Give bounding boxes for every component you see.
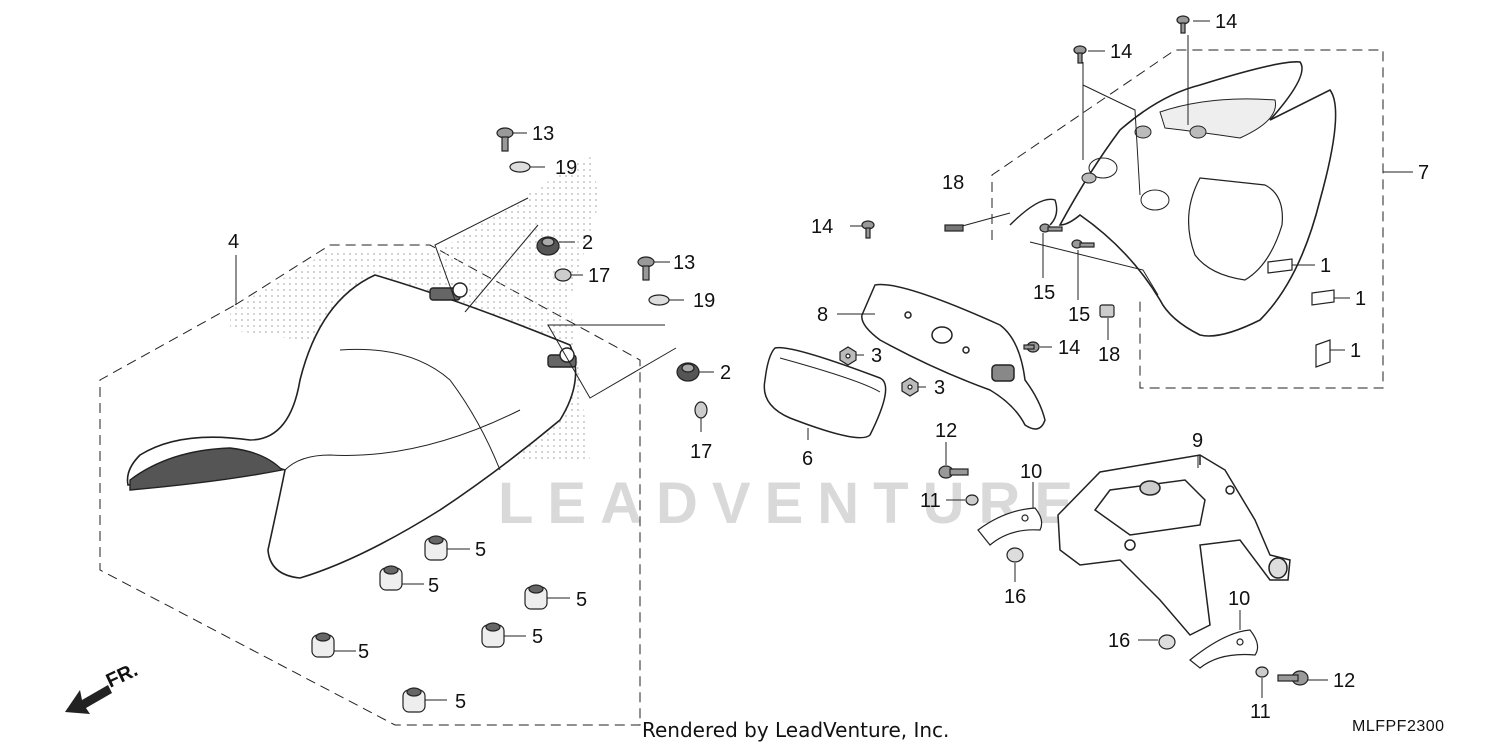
callout-18-upper: 18: [942, 172, 964, 194]
cushion-5-icon-e: [311, 632, 335, 658]
washer-11-upper-icon: [965, 494, 979, 506]
callout-1-b: 1: [1355, 288, 1366, 310]
decal-1-b-icon: [1311, 289, 1335, 306]
rear-cowl-hardware: [944, 15, 1335, 368]
callout-1-c: 1: [1350, 340, 1361, 362]
callout-11-lower: 11: [1250, 701, 1271, 723]
callout-3-upper: 3: [871, 345, 882, 367]
pad-bracket: [861, 283, 1046, 430]
callout-14-side: 14: [1058, 337, 1080, 359]
spring-18-icon: [944, 224, 964, 232]
callout-7: 7: [1418, 162, 1429, 184]
callout-17-lower: 17: [690, 441, 712, 463]
seat-group: [99, 155, 677, 726]
rear-cowl-group: [954, 35, 1413, 389]
callout-18-lower: 18: [1098, 344, 1120, 366]
seat-body: [126, 274, 577, 579]
seat-pillion-edge: [284, 409, 521, 471]
bolt-12-lower-icon: [1277, 670, 1309, 686]
callout-14-top-a: 14: [1215, 11, 1237, 33]
collar-16-upper-icon: [1006, 547, 1024, 563]
callout-5-f: 5: [455, 691, 466, 713]
callout-2-upper: 2: [582, 232, 593, 254]
callout-13-lower: 13: [673, 252, 695, 274]
bolt-13-upper-icon: [496, 127, 514, 152]
callout-1-a: 1: [1320, 255, 1331, 277]
callout-16-lower: 16: [1108, 630, 1130, 652]
callout-4: 4: [228, 231, 239, 253]
callout-5-b: 5: [428, 575, 439, 597]
screw-15-right-icon: [1071, 239, 1095, 249]
seat-underside: [129, 447, 284, 491]
cushion-5-icon-f: [402, 687, 426, 713]
bracket-10-upper-icon: [977, 507, 1043, 546]
seat-bracket-left: [429, 282, 468, 301]
callout-5-c: 5: [576, 589, 587, 611]
washer-19-upper-icon: [509, 161, 531, 173]
cushion-5-icon-c: [524, 584, 548, 610]
cushion-5-icon-b: [379, 565, 403, 591]
callout-3-lower: 3: [934, 377, 945, 399]
callout-14-pad: 14: [811, 216, 833, 238]
cushion-5-icon-a: [424, 535, 448, 561]
callout-leaders: [334, 20, 1350, 701]
callout-13-upper: 13: [532, 123, 554, 145]
watermark-text: LEADVENTURE: [498, 471, 1088, 536]
callout-2-lower: 2: [720, 362, 731, 384]
screw-14-top-b-icon: [1073, 45, 1087, 64]
bolt-12-upper-icon: [938, 465, 969, 479]
front-arrow-icon: [65, 685, 112, 714]
callout-15-right: 15: [1068, 304, 1090, 326]
grommet-2-upper-icon: [536, 236, 560, 256]
cushion-5-icon-d: [481, 622, 505, 648]
bracket-10-lower-icon: [1189, 629, 1259, 669]
back-pad: [763, 346, 887, 439]
callout-17-upper: 17: [588, 265, 610, 287]
callout-19-lower: 19: [693, 290, 715, 312]
collar-17-upper-icon: [554, 268, 572, 282]
grommet-2-lower-icon: [676, 362, 700, 382]
callout-12-lower: 12: [1333, 670, 1355, 692]
callout-5-d: 5: [532, 626, 543, 648]
brackets-hardware: [938, 465, 1309, 686]
callout-labels: 13 19 2 17 13 19 2 17 4 5 5 5 5 5 5 6 8 …: [228, 11, 1429, 723]
callout-6: 6: [802, 448, 813, 470]
callout-10-upper: 10: [1020, 461, 1042, 483]
decal-1-c-icon: [1315, 339, 1331, 368]
callout-9: 9: [1192, 430, 1203, 452]
seat-group-frame: [99, 244, 641, 726]
washer-19-lower-icon: [648, 294, 670, 306]
screw-14-pad-icon: [861, 220, 875, 239]
collar-16-lower-icon: [1158, 634, 1176, 650]
clip-18-icon: [1099, 304, 1115, 318]
nut-3-lower-icon: [901, 377, 919, 397]
bolt-13-lower-icon: [637, 256, 655, 281]
screw-14-top-a-icon: [1176, 15, 1190, 34]
callout-12-upper: 12: [935, 420, 957, 442]
washer-11-lower-icon: [1255, 666, 1269, 678]
decal-1-a-icon: [1267, 258, 1293, 274]
grab-rail-frame: [1057, 454, 1291, 636]
seat-contour-line: [339, 348, 501, 471]
callout-15-left: 15: [1033, 282, 1055, 304]
seat-hardware: [311, 127, 708, 713]
callout-16-upper: 16: [1004, 586, 1026, 608]
callout-11-upper: 11: [920, 490, 941, 512]
screw-15-left-icon: [1039, 223, 1063, 233]
pad-hardware: [839, 220, 1040, 397]
footer-credit: Rendered by LeadVenture, Inc.: [642, 718, 950, 742]
collar-17-lower-icon: [694, 401, 708, 419]
rear-cowl-frame: [991, 49, 1384, 389]
callout-5-a: 5: [475, 539, 486, 561]
callout-8: 8: [817, 304, 828, 326]
diagram-code: MLFPF2300: [1352, 718, 1445, 735]
callout-5-e: 5: [358, 641, 369, 663]
nut-3-upper-icon: [839, 346, 857, 366]
screw-14-side-icon: [1023, 341, 1040, 353]
callout-14-top-b: 14: [1110, 41, 1132, 63]
callout-10-lower: 10: [1228, 588, 1250, 610]
callout-19-upper: 19: [555, 157, 577, 179]
